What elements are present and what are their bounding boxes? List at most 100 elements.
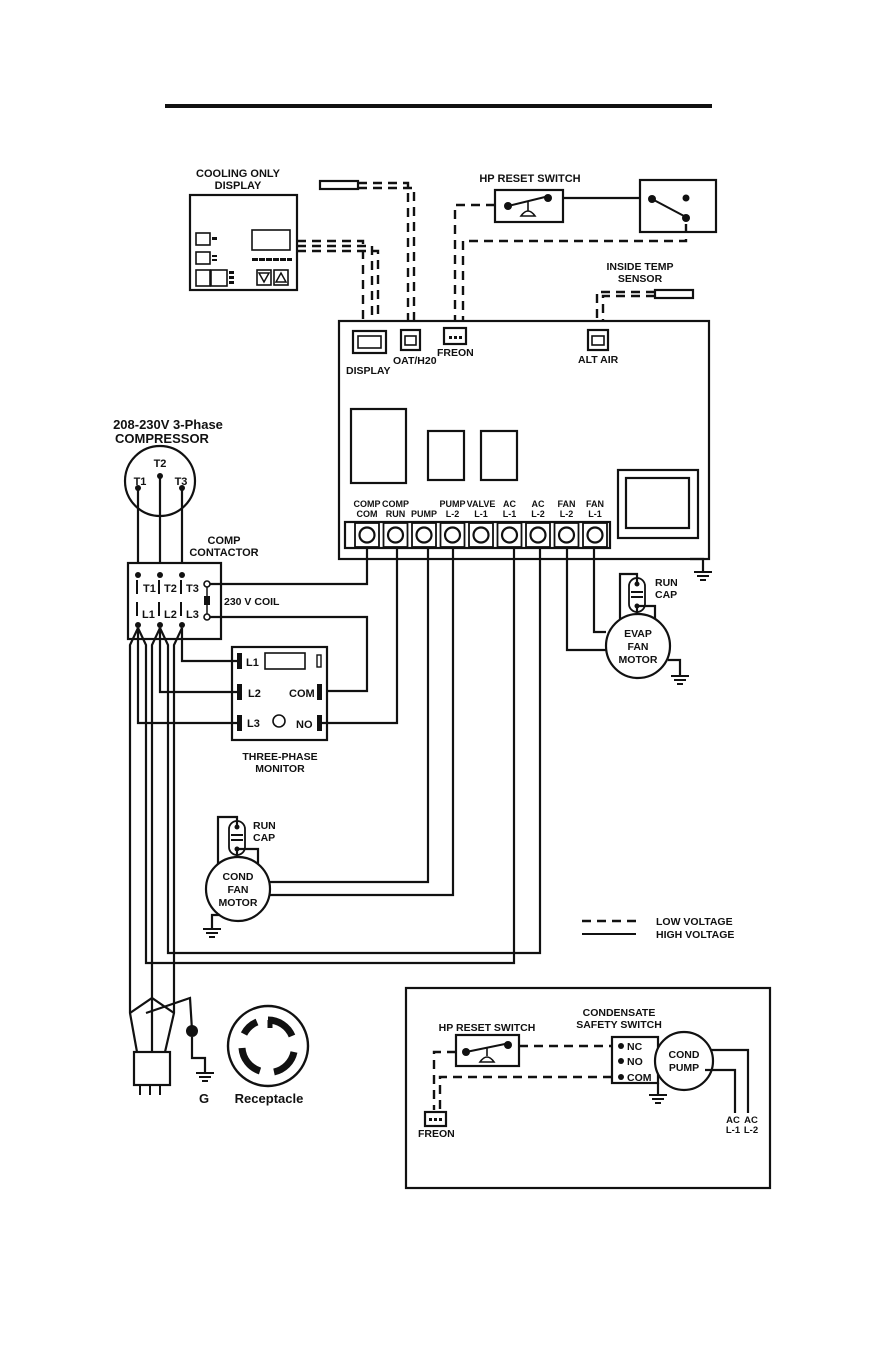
terminal-strip	[343, 520, 612, 550]
ground-symbol	[186, 1025, 214, 1082]
display-connector-label: DISPLAY	[346, 365, 391, 377]
ground-label: G	[199, 1091, 209, 1106]
inside-temp-probe	[653, 288, 695, 300]
inset-condensate-1: CONDENSATE	[583, 1007, 656, 1019]
contactor-l1: L1	[142, 609, 155, 621]
contactor-coil-label: 230 V COIL	[224, 596, 280, 608]
inset-acl2-a: AC	[744, 1115, 758, 1126]
evap-motor-3: MOTOR	[619, 654, 658, 666]
display-title-1: COOLING ONLY	[196, 168, 281, 180]
terminal-label: FAN	[558, 499, 576, 509]
pressure-switch	[638, 178, 718, 234]
contactor-t1: T1	[143, 583, 156, 595]
terminal-screw	[382, 522, 409, 548]
inset-no: NO	[627, 1056, 643, 1068]
terminal-label: COM	[357, 509, 378, 519]
freon-connector	[442, 326, 468, 346]
terminal-label: AC	[503, 499, 516, 509]
inset-com: COM	[627, 1072, 652, 1084]
inset-condensate-2: SAFETY SWITCH	[576, 1019, 662, 1031]
display-title-2: DISPLAY	[215, 180, 262, 192]
terminal-label: COMP	[354, 499, 381, 509]
terminal-screw	[439, 522, 466, 548]
monitor-l1: L1	[246, 657, 259, 669]
evap-run-cap-1: RUN	[655, 577, 678, 589]
evap-motor-ground	[668, 658, 689, 685]
inset-hp-reset-switch	[454, 1033, 521, 1068]
board-relay-2	[426, 429, 466, 482]
evap-fan-motor	[604, 612, 672, 680]
inset-acl1-b: L-1	[726, 1125, 741, 1136]
terminal-label: COMP	[382, 499, 409, 509]
terminal-screw	[582, 522, 608, 548]
contactor-t2: T2	[164, 583, 177, 595]
terminal-label: L-2	[560, 509, 574, 519]
evap-motor-1: EVAP	[624, 628, 652, 640]
terminal-screw	[496, 522, 523, 548]
cond-run-cap-1: RUN	[253, 820, 276, 832]
compressor-title-2: COMPRESSOR	[115, 431, 210, 446]
inside-temp-label-2: SENSOR	[618, 273, 663, 285]
monitor-com: COM	[289, 688, 315, 700]
compressor-t3: T3	[175, 476, 188, 488]
cond-motor-ground	[203, 913, 221, 938]
cond-fan-motor	[204, 855, 272, 923]
monitor-l3: L3	[247, 718, 260, 730]
terminal-screw	[553, 522, 580, 548]
legend-low-voltage: LOW VOLTAGE	[656, 916, 733, 928]
terminal-label: L-1	[474, 509, 488, 519]
oat-sensor-probe	[318, 179, 360, 191]
display-connector	[351, 329, 388, 355]
monitor-no: NO	[296, 719, 313, 731]
monitor-title-2: MONITOR	[255, 763, 305, 775]
inset-freon-connector	[423, 1110, 448, 1128]
terminal-label: L-1	[503, 509, 517, 519]
inset-hp-reset-label: HP RESET SWITCH	[439, 1022, 536, 1034]
terminal-label: L-2	[446, 509, 460, 519]
evap-run-cap-2: CAP	[655, 589, 677, 601]
inset-ground	[649, 1083, 667, 1104]
legend	[582, 919, 636, 935]
evap-motor-2: FAN	[628, 641, 649, 653]
hp-reset-switch	[493, 188, 565, 224]
oat-connector	[399, 328, 422, 352]
terminal-screw	[411, 522, 437, 548]
legend-high-voltage: HIGH VOLTAGE	[656, 929, 734, 941]
monitor-title-1: THREE-PHASE	[242, 751, 317, 763]
cooling-display-module	[188, 193, 299, 292]
terminal-label: AC	[532, 499, 545, 509]
compressor-t1: T1	[134, 476, 147, 488]
board-transformer	[616, 468, 700, 540]
terminal-label: L-1	[588, 509, 602, 519]
inside-temp-label-1: INSIDE TEMP	[606, 261, 673, 273]
contactor-title-1: COMP	[208, 535, 241, 547]
terminal-label: VALVE	[467, 499, 496, 509]
contactor-l2: L2	[164, 609, 177, 621]
cond-motor-2: FAN	[228, 884, 249, 896]
board-relay-1	[349, 407, 408, 485]
three-phase-monitor	[230, 645, 329, 742]
monitor-l2: L2	[248, 688, 261, 700]
terminal-label: RUN	[386, 509, 406, 519]
cond-motor-3: MOTOR	[219, 897, 258, 909]
inset-freon-label: FREON	[418, 1128, 455, 1140]
cond-motor-1: COND	[223, 871, 254, 883]
terminal-screw	[468, 522, 494, 548]
terminal-screw	[525, 522, 551, 548]
condensate-inset	[404, 986, 772, 1190]
alt-air-connector-label: ALT AIR	[578, 354, 619, 366]
board-ground	[690, 557, 712, 581]
receptacle-label: Receptacle	[235, 1091, 304, 1106]
oat-connector-label: OAT/H20	[393, 355, 437, 367]
inset-nc: NC	[627, 1041, 643, 1053]
terminal-label: FAN	[586, 499, 604, 509]
alt-air-connector	[586, 328, 610, 352]
freon-connector-label: FREON	[437, 347, 474, 359]
cond-pump-2: PUMP	[669, 1062, 699, 1074]
inset-acl2-b: L-2	[744, 1125, 758, 1136]
contactor-l3: L3	[186, 609, 199, 621]
terminal-label: L-2	[531, 509, 545, 519]
inset-acl1-a: AC	[726, 1115, 740, 1126]
terminal-label: PUMP	[411, 509, 437, 519]
